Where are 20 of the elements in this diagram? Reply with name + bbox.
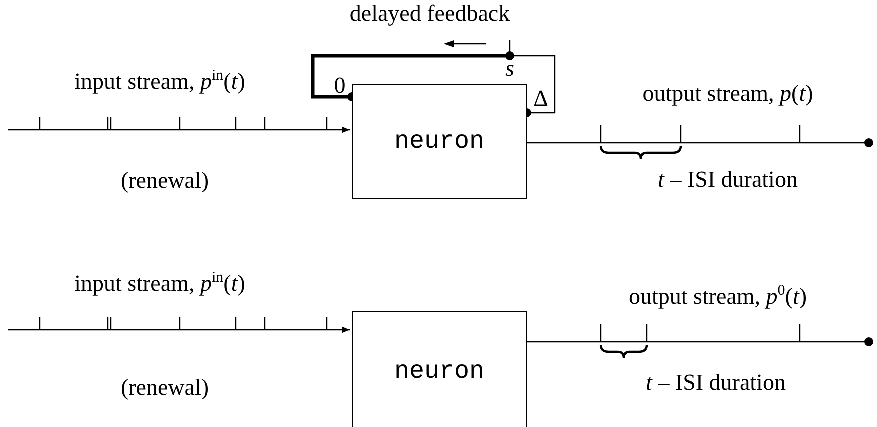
neuron-box: [352, 311, 527, 427]
node-label: neuron: [394, 127, 484, 156]
node-label: neuron: [394, 356, 484, 386]
text-label: (renewal): [120, 169, 210, 192]
text-label: input stream, p$^{in}$(t): [74, 272, 246, 295]
edge-label: delayed feedback: [350, 2, 510, 25]
text-label: output stream, p$^{0}$(t): [628, 285, 808, 308]
neuron-box: [352, 84, 527, 199]
text-label: s: [506, 57, 514, 80]
text-label: input stream, p$^{in}$(t): [74, 70, 246, 93]
output-line: [527, 338, 874, 346]
text-label: t – ISI duration: [646, 371, 786, 394]
input-arrow: [8, 326, 350, 334]
input-arrow: [8, 126, 350, 134]
text-label: Δ: [534, 87, 548, 110]
text-label: (renewal): [120, 376, 210, 399]
output-line: [527, 138, 874, 148]
text-label: t – ISI duration: [658, 168, 798, 191]
text-label: output stream, p(t): [642, 82, 814, 105]
text-label: 0: [334, 74, 346, 97]
